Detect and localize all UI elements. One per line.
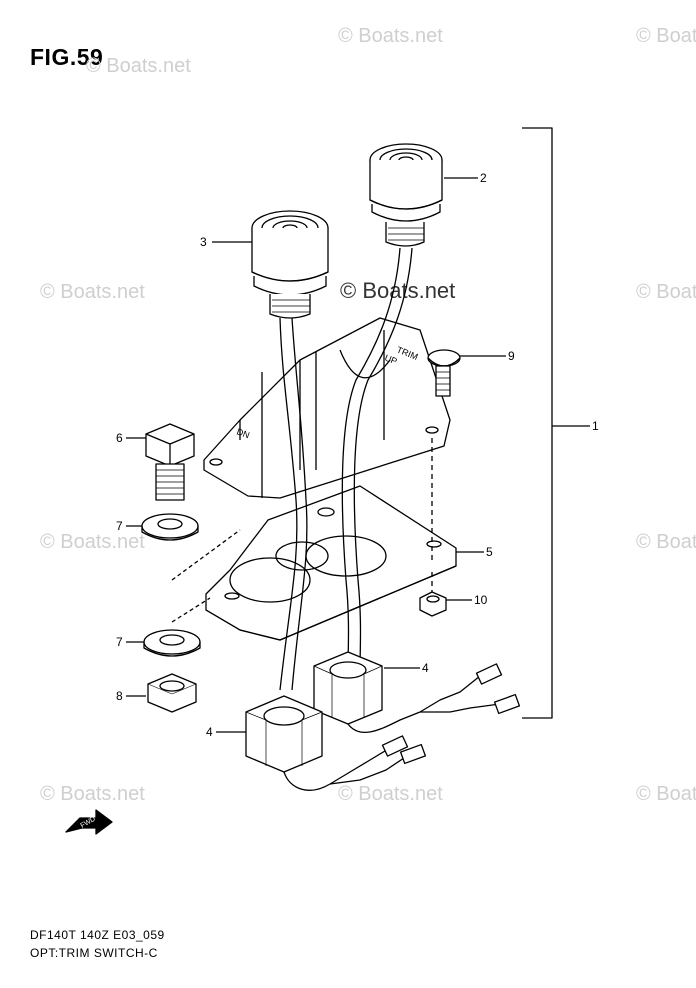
watermark: © Boats.net [40,531,145,553]
small-nut [419,591,447,617]
watermark: © Boats.net [86,55,191,77]
callout-4: 4 [422,661,429,675]
watermark: © Boats.net [636,531,696,553]
figure-title: FIG.59 [30,44,104,70]
washer [143,629,201,657]
callout-5: 5 [486,545,493,559]
bolt [145,423,195,501]
up-marking: UP [383,353,398,367]
nut [147,673,197,713]
callout-10: 10 [474,593,488,607]
watermark: © Boats.net [40,281,145,303]
callout-3: 3 [200,235,207,249]
watermark-group: © Boats.net © Boats.net © Boats.net © Bo… [40,25,696,805]
callout-8: 8 [116,689,123,703]
watermark: © Boats.net [40,783,145,805]
figure-caption: OPT:TRIM SWITCH-C [30,946,158,960]
watermark-main: © Boats.net [340,278,455,303]
fwd-arrow-icon [65,809,113,835]
watermark: © Boats.net [636,281,696,303]
callout-7: 7 [116,519,123,533]
watermark: © Boats.net [338,25,443,47]
dn-marking: DN [235,426,251,440]
callout-7: 7 [116,635,123,649]
washer [141,513,199,541]
callout-4: 4 [206,725,213,739]
callout-2: 2 [480,171,487,185]
mounting-plate [205,485,457,641]
watermark: © Boats.net [636,25,696,47]
cable-nut [313,651,383,725]
callout-1: 1 [592,419,599,433]
watermark: © Boats.net [338,783,443,805]
wire-connector [381,663,521,765]
switch-holder [203,317,451,499]
callout-6: 6 [116,431,123,445]
assembly-bracket [522,127,553,719]
cable-nut [245,695,323,773]
screw [427,349,461,397]
trim-marking: TRIM [395,345,419,363]
model-code: DF140T 140Z E03_059 [30,928,165,942]
callout-9: 9 [508,349,515,363]
trim-switch-dn [251,210,329,319]
watermark: © Boats.net [636,783,696,805]
trim-switch-up [369,143,443,247]
